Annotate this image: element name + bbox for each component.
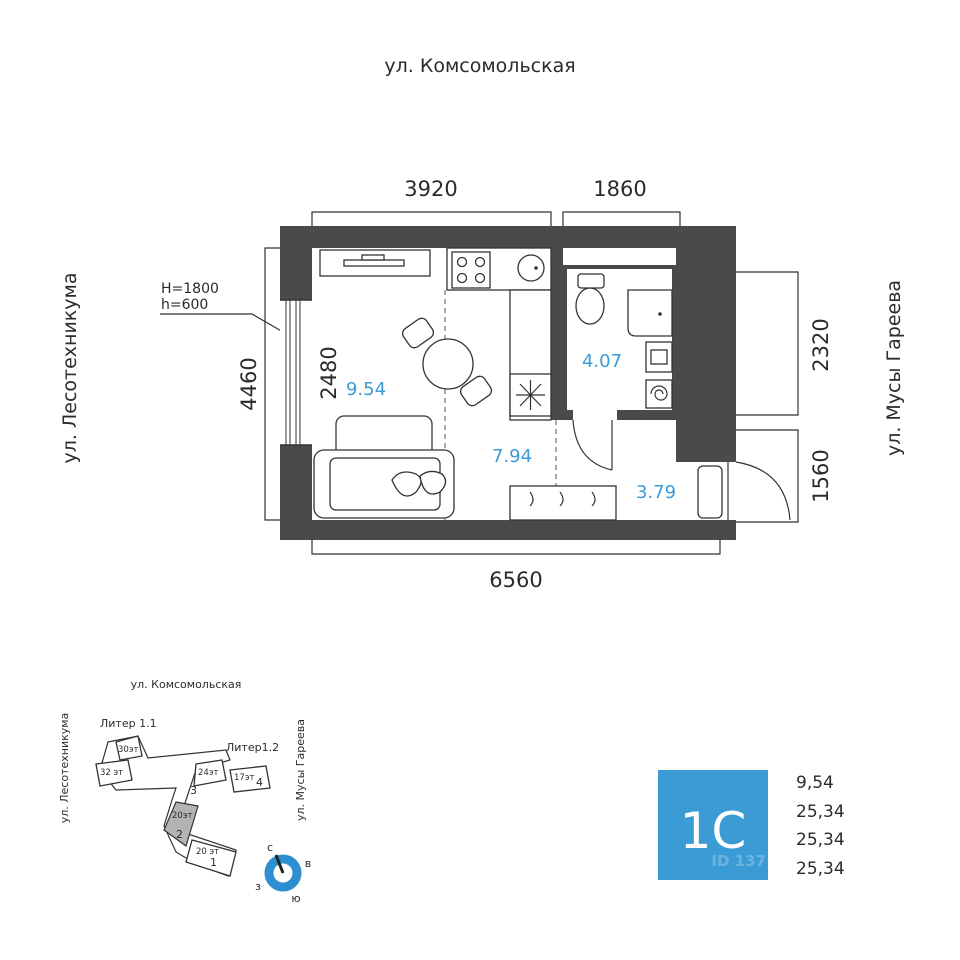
bathroom-fixtures (575, 273, 673, 409)
dim-bottom: 6560 (489, 568, 542, 592)
site-liter-1-1: Литер 1.1 (100, 717, 157, 730)
site-building-20a: 20эт (172, 811, 192, 821)
site-plan: ул. Комсомольская ул. Лесотехникума ул. … (58, 678, 311, 905)
doors (572, 419, 791, 521)
dim-top-left: 3920 (404, 177, 457, 201)
area-list-item: 25,34 (796, 859, 845, 879)
dim-right-top: 2320 (809, 318, 833, 371)
room-area-living: 9.54 (346, 379, 386, 400)
window-height-label: H=1800 (161, 281, 219, 297)
site-street-left: ул. Лесотехникума (58, 713, 71, 824)
site-building-17: 17эт (234, 773, 254, 783)
dimension-lines (264, 211, 799, 555)
apartment-type-badge: 1C ID 137 (658, 770, 768, 880)
compass: с в ю з (255, 841, 311, 905)
site-building-20b: 20 эт (196, 847, 219, 857)
compass-s: ю (291, 892, 300, 905)
room-area-kitchen: 7.94 (492, 446, 532, 467)
wardrobe (509, 485, 617, 521)
window-left (280, 299, 312, 446)
site-num-1: 1 (210, 856, 217, 869)
apartment-walls (280, 226, 736, 540)
compass-n: с (267, 841, 273, 854)
site-num-4: 4 (256, 776, 263, 789)
dining-table (401, 317, 493, 407)
dim-inner-left: 2480 (317, 346, 341, 399)
dim-left: 4460 (237, 357, 261, 410)
area-list-item: 25,34 (796, 830, 845, 850)
compass-w: з (255, 880, 261, 893)
site-street-right: ул. Мусы Гареева (294, 719, 307, 821)
dim-top-right: 1860 (593, 177, 646, 201)
tv-console (319, 249, 431, 277)
compass-e: в (305, 857, 311, 870)
area-list-item: 9,54 (796, 773, 834, 793)
street-left-label: ул. Лесотехникума (59, 273, 81, 464)
area-list: 9,54 25,34 25,34 25,34 (796, 773, 845, 879)
site-num-2: 2 (176, 828, 183, 841)
site-street-top: ул. Комсомольская (131, 678, 242, 691)
room-area-bath: 4.07 (582, 351, 622, 372)
room-area-hall: 3.79 (636, 482, 676, 503)
window-right (720, 462, 736, 520)
site-num-3: 3 (190, 784, 197, 797)
site-building-32: 32 эт (100, 768, 123, 778)
street-top-label: ул. Комсомольская (384, 55, 575, 77)
window-sill-label: h=600 (161, 297, 208, 313)
street-right-label: ул. Мусы Гареева (883, 280, 905, 456)
site-building-30: 30эт (118, 745, 138, 755)
fridge (509, 373, 552, 417)
badge-watermark: ID 137 (711, 852, 766, 870)
sofa (313, 415, 455, 519)
site-liter-1-2: Литер1.2 (226, 741, 279, 754)
area-list-item: 25,34 (796, 802, 845, 822)
site-building-24: 24эт (198, 768, 218, 778)
badge-label: 1C (680, 802, 747, 860)
dim-right-bottom: 1560 (809, 449, 833, 502)
window-leader-line (160, 313, 291, 337)
